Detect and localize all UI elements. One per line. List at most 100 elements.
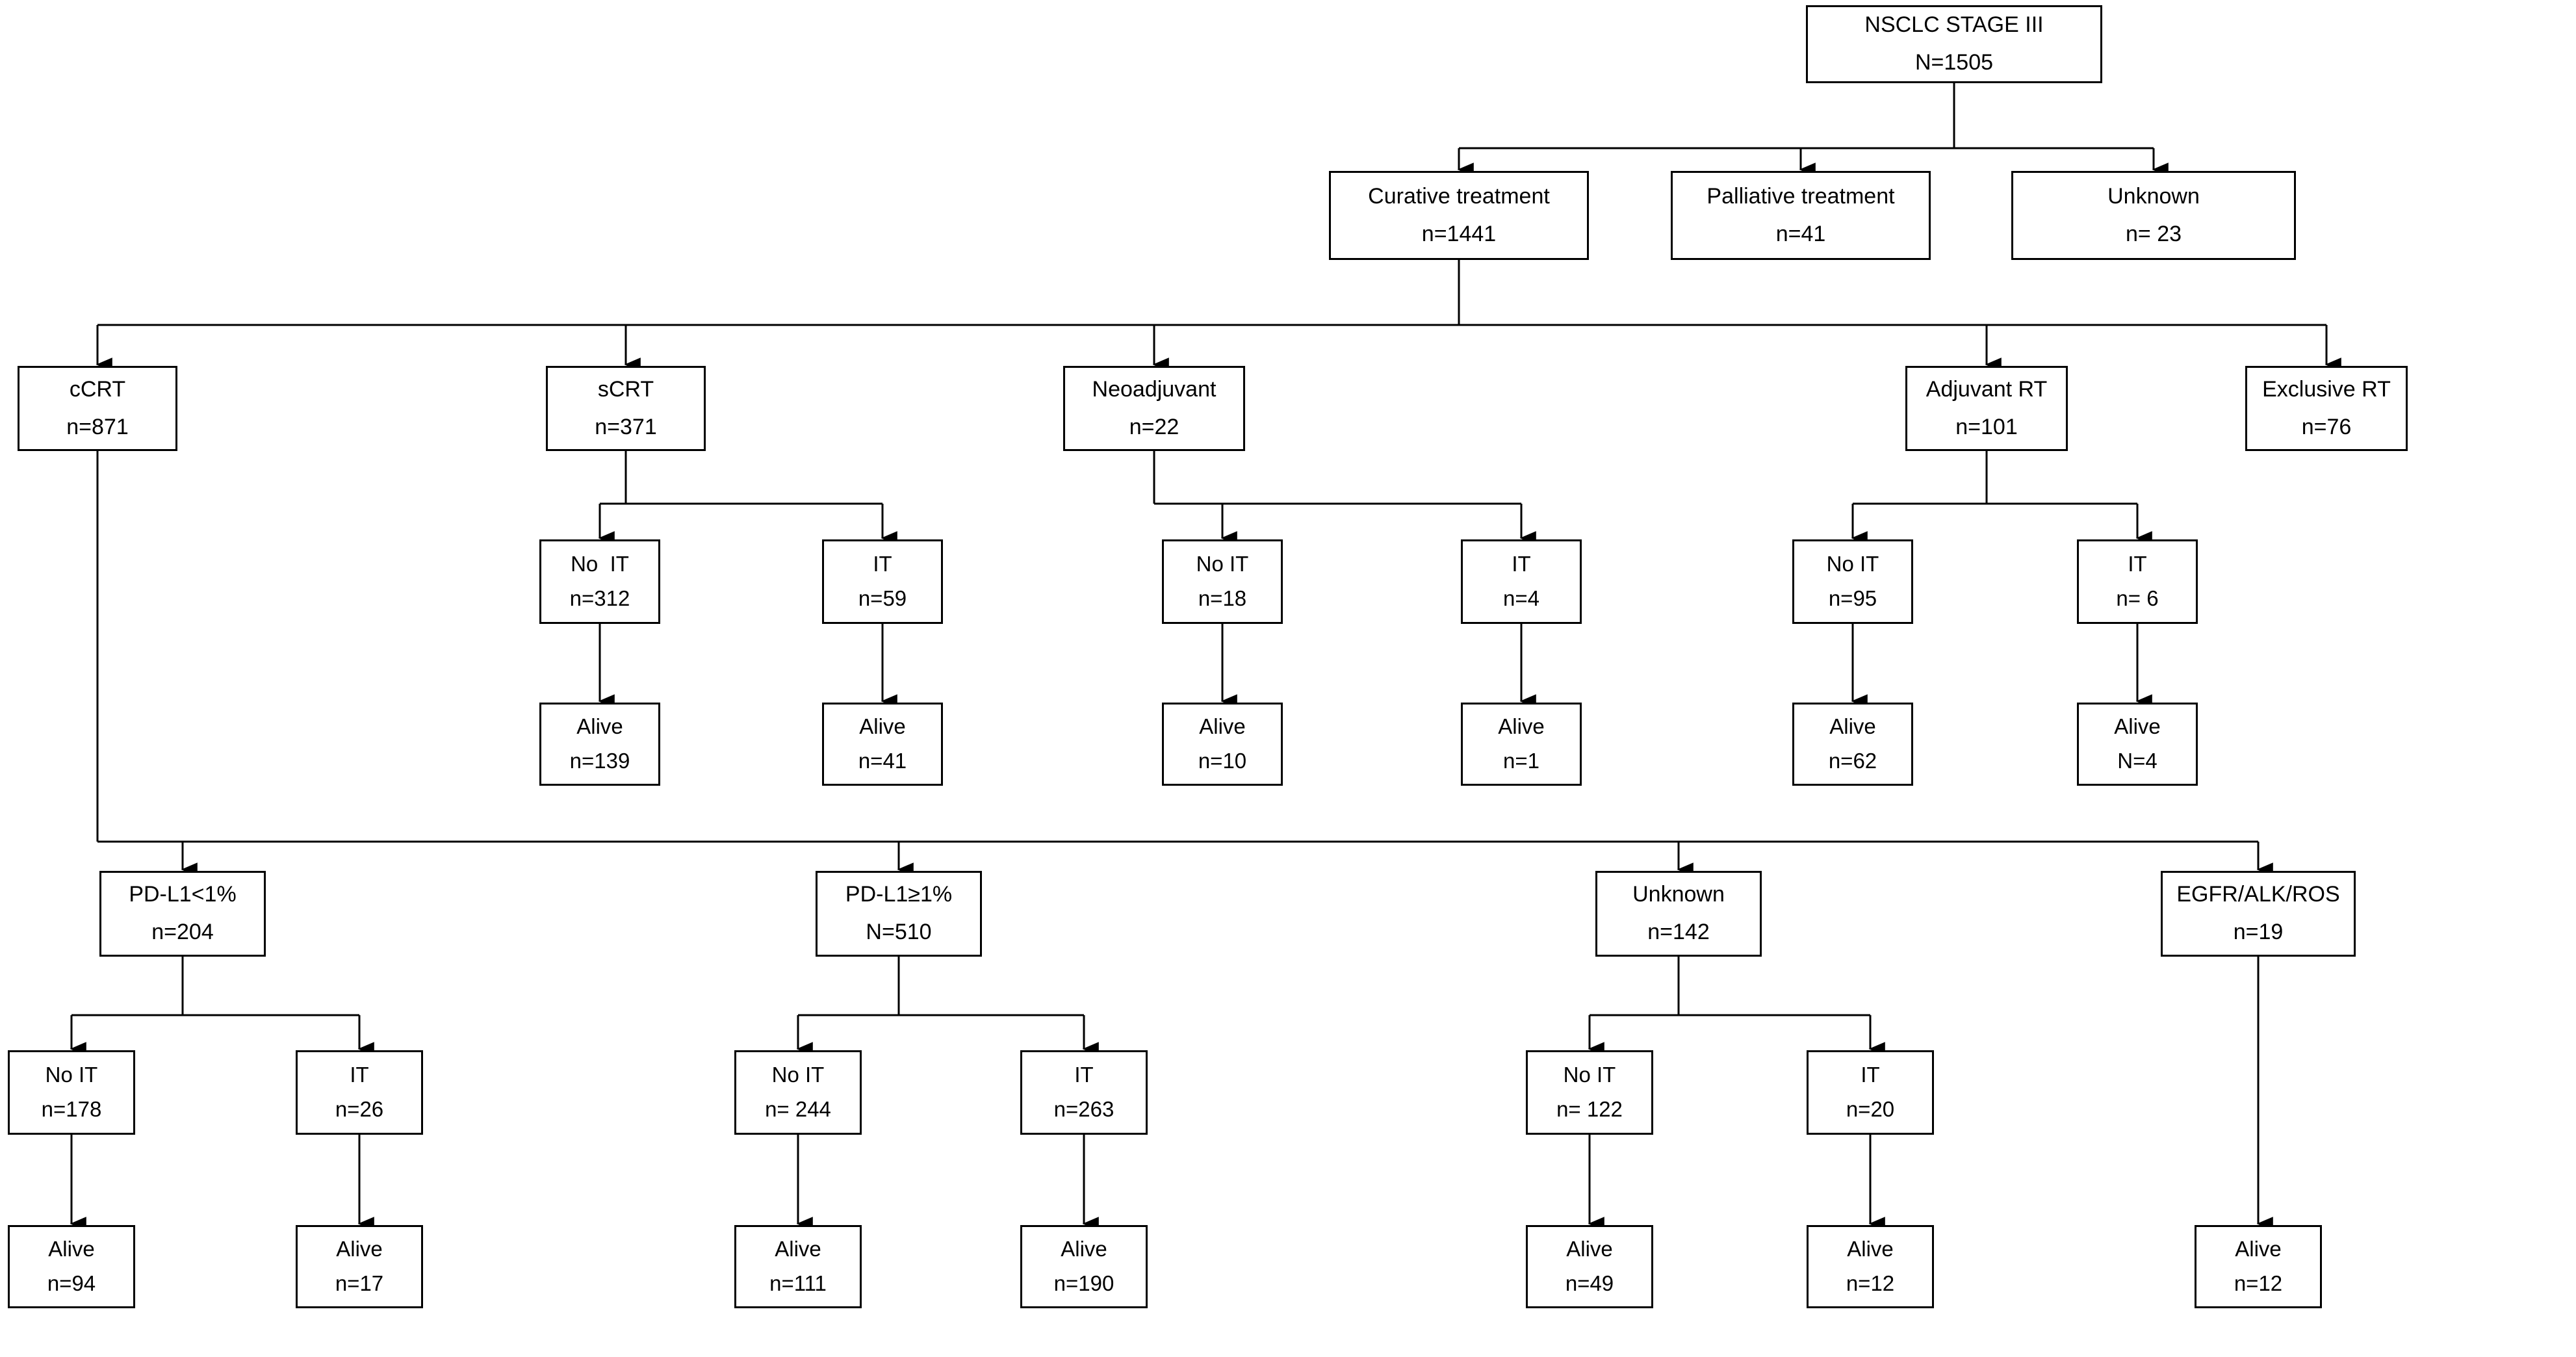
node-count: n= 244 (765, 1097, 831, 1121)
node-label: No IT (571, 552, 629, 576)
node-label: Neoadjuvant (1092, 376, 1217, 402)
node-count: n=20 (1846, 1097, 1895, 1121)
node-label: Alive (2114, 714, 2161, 739)
node-label: PD-L1<1% (129, 882, 237, 907)
node-label: IT (1074, 1063, 1094, 1087)
node-count: n= 122 (1556, 1097, 1623, 1121)
node-label: Alive (1566, 1237, 1613, 1261)
node-adj_noit: No IT n=95 (1792, 539, 1913, 624)
node-label: sCRT (597, 376, 654, 402)
node-label: Alive (576, 714, 623, 739)
node-count: n=41 (1775, 221, 1826, 246)
node-low_it_alive: Alive n=17 (296, 1225, 423, 1308)
node-label: Alive (1199, 714, 1246, 739)
node-pdl1_low: PD-L1<1% n=204 (99, 871, 266, 957)
node-label: IT (1512, 552, 1531, 576)
node-unk_noit: No IT n= 122 (1526, 1050, 1653, 1135)
node-label: Alive (1847, 1237, 1894, 1261)
node-count: n=22 (1129, 414, 1179, 439)
node-high_it: IT n=263 (1020, 1050, 1148, 1135)
node-high_it_alive: Alive n=190 (1020, 1225, 1148, 1308)
node-label: Alive (1498, 714, 1545, 739)
node-count: n=19 (2233, 920, 2284, 944)
node-label: Alive (336, 1237, 383, 1261)
node-adj_noit_alive: Alive n=62 (1792, 703, 1913, 786)
node-label: Alive (48, 1237, 95, 1261)
node-count: n=142 (1647, 920, 1710, 944)
node-count: n=10 (1198, 749, 1247, 773)
node-label: Adjuvant RT (1926, 376, 2048, 402)
node-high_noit: No IT n= 244 (734, 1050, 862, 1135)
node-count: n=26 (335, 1097, 384, 1121)
node-count: n=94 (47, 1271, 96, 1295)
node-unk_it_alive: Alive n=12 (1807, 1225, 1934, 1308)
node-label: IT (2128, 552, 2147, 576)
node-count: n=101 (1955, 414, 2018, 439)
node-label: Alive (1829, 714, 1876, 739)
node-label: No IT (1196, 552, 1249, 576)
node-label: Alive (1061, 1237, 1107, 1261)
node-label: IT (873, 552, 892, 576)
node-exclusive_rt: Exclusive RT n=76 (2245, 366, 2408, 451)
node-count: n=871 (66, 414, 129, 439)
node-label: Curative treatment (1368, 183, 1550, 209)
node-label: Palliative treatment (1707, 183, 1895, 209)
node-count: n=312 (569, 586, 630, 610)
node-count: n= 23 (2125, 221, 2182, 246)
node-count: N=4 (2117, 749, 2157, 773)
node-count: N=510 (866, 920, 932, 944)
node-scrt_it: IT n=59 (822, 539, 943, 624)
node-count: n=1 (1503, 749, 1539, 773)
node-pdl1_high: PD-L1≥1% N=510 (816, 871, 982, 957)
node-count: n=95 (1828, 586, 1877, 610)
node-count: n=17 (335, 1271, 384, 1295)
node-label: Alive (2235, 1237, 2282, 1261)
node-adjuvant_rt: Adjuvant RT n=101 (1905, 366, 2068, 451)
node-high_noit_alive: Alive n=111 (734, 1225, 862, 1308)
node-count: n=62 (1828, 749, 1877, 773)
node-pdl1_unknown: Unknown n=142 (1595, 871, 1762, 957)
node-label: Unknown (1632, 882, 1725, 907)
node-label: cCRT (69, 376, 126, 402)
node-low_it: IT n=26 (296, 1050, 423, 1135)
node-label: NSCLC STAGE III (1864, 12, 2044, 38)
node-label: Alive (775, 1237, 821, 1261)
node-scrt_noit: No IT n=312 (539, 539, 660, 624)
node-label: No IT (1826, 552, 1879, 576)
node-neo_noit_alive: Alive n=10 (1162, 703, 1283, 786)
node-label: Alive (859, 714, 906, 739)
node-count: n=18 (1198, 586, 1247, 610)
node-count: n=59 (858, 586, 907, 610)
node-count: n=76 (2301, 414, 2352, 439)
node-count: n=1441 (1421, 221, 1497, 246)
node-label: IT (350, 1063, 369, 1087)
node-label: No IT (1563, 1063, 1616, 1087)
node-ccrt: cCRT n=871 (18, 366, 177, 451)
node-count: n=111 (769, 1271, 827, 1295)
node-label: PD-L1≥1% (845, 882, 953, 907)
node-low_noit_alive: Alive n=94 (8, 1225, 135, 1308)
node-label: Unknown (2107, 183, 2200, 209)
node-count: n=263 (1053, 1097, 1114, 1121)
node-count: n=190 (1053, 1271, 1114, 1295)
node-count: n=204 (151, 920, 214, 944)
node-palliative: Palliative treatment n=41 (1671, 171, 1931, 260)
node-neoadjuvant: Neoadjuvant n=22 (1063, 366, 1245, 451)
node-count: n=12 (2234, 1271, 2283, 1295)
node-label: No IT (771, 1063, 825, 1087)
node-count: n=12 (1846, 1271, 1895, 1295)
node-neo_it_alive: Alive n=1 (1461, 703, 1582, 786)
node-neo_noit: No IT n=18 (1162, 539, 1283, 624)
node-count: n=4 (1503, 586, 1539, 610)
node-label: Exclusive RT (2262, 376, 2391, 402)
